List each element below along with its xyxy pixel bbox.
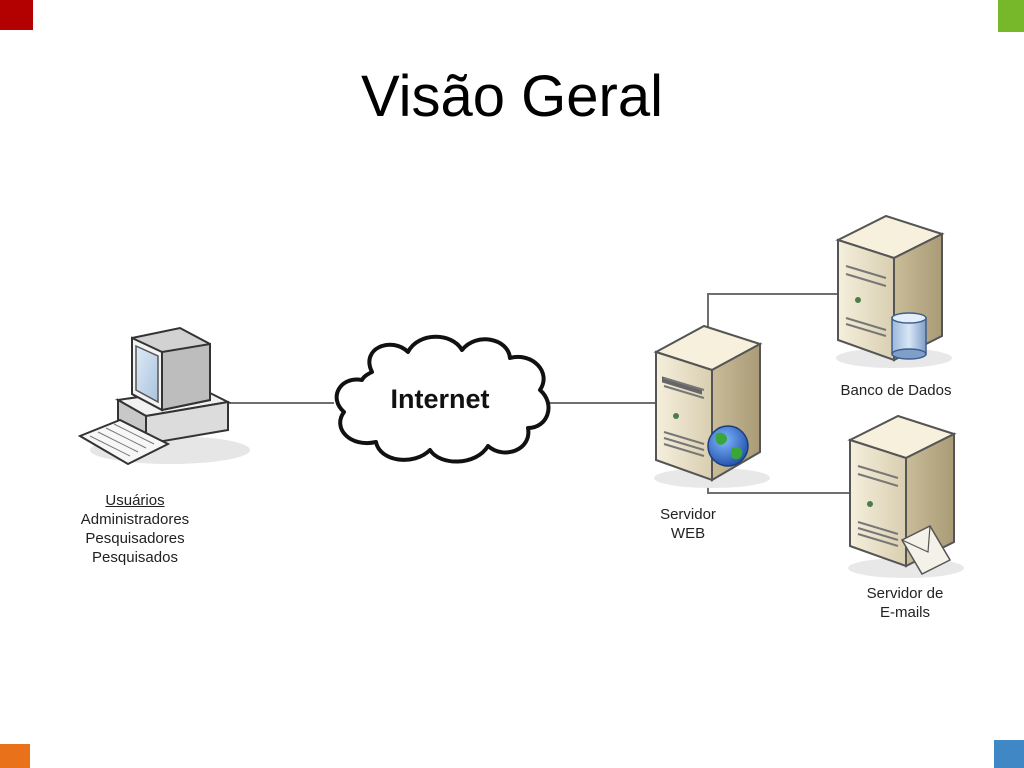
database-cylinder-icon (891, 312, 927, 360)
web-server-label-line1: Servidor (660, 506, 716, 523)
client-role: Pesquisados (92, 549, 178, 566)
client-role: Administradores (80, 511, 190, 528)
client-heading: Usuários (105, 492, 165, 509)
corner-block-top-right (998, 0, 1024, 32)
corner-block-top-left (0, 0, 33, 30)
envelope-icon (900, 525, 952, 575)
database-server-label: Banco de Dados (840, 382, 952, 399)
client-label: Usuários Administradores Pesquisadores P… (60, 491, 210, 567)
corner-block-bottom-left (0, 744, 30, 768)
web-server-icon (653, 324, 770, 488)
line-webserver-database (707, 293, 840, 330)
mail-server-label-line2: E-mails (879, 604, 930, 621)
corner-block-bottom-right (994, 740, 1024, 768)
web-server-label: Servidor WEB (640, 505, 736, 543)
mail-server-label-line1: Servidor de (866, 585, 944, 602)
desktop-computer-icon (77, 326, 250, 466)
web-server-label-line2: WEB (670, 525, 706, 542)
mail-server-label: Servidor de E-mails (845, 584, 965, 622)
internet-label: Internet (390, 384, 490, 414)
client-role: Pesquisadores (85, 530, 185, 547)
internet-cloud-icon (334, 334, 551, 464)
database-server-icon (835, 214, 952, 368)
mail-server-icon (847, 414, 964, 578)
globe-icon (707, 425, 749, 467)
slide-title: Visão Geral (361, 64, 663, 129)
